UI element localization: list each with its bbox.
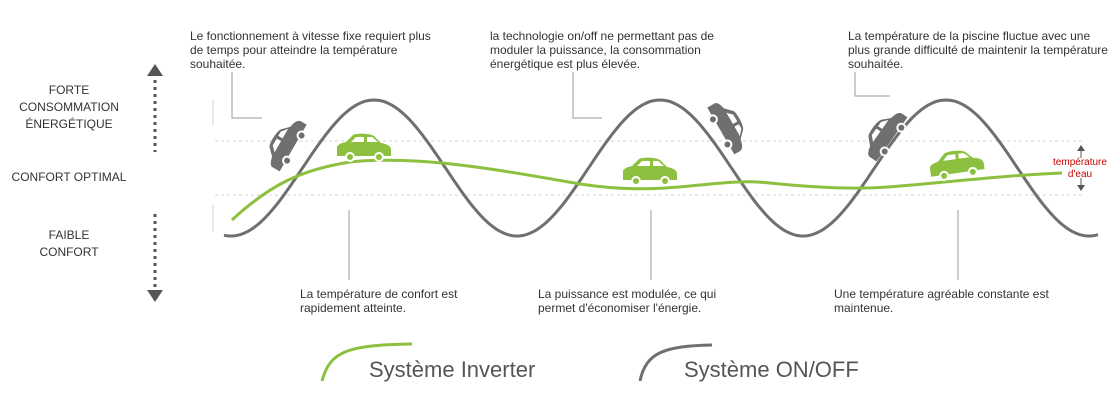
legend-onoff-label: Système ON/OFF <box>684 357 859 382</box>
note-bottom-3: Une température agréable constante est m… <box>834 287 1049 315</box>
water-temp-label-line-1: température <box>1053 157 1107 168</box>
note-top-3: La température de la piscine fluctue ave… <box>848 29 1108 71</box>
y-label-low-line-1: FAIBLE <box>48 228 90 242</box>
y-label-high-line-2: CONSOMMATION <box>19 100 119 114</box>
y-label-high: FORTE CONSOMMATION ÉNERGÉTIQUE <box>18 82 120 133</box>
y-label-low-line-2: CONFORT <box>39 245 99 259</box>
y-label-high-line-1: FORTE <box>48 83 90 97</box>
y-label-high-line-3: ÉNERGÉTIQUE <box>25 117 113 131</box>
inverter-car-icon-3 <box>929 150 985 181</box>
onoff-car-icon-2 <box>707 103 744 155</box>
inverter-car-icon-1 <box>337 133 391 162</box>
note-top-2: la technologie on/off ne permettant pas … <box>490 29 714 71</box>
inverter-car-icon-2 <box>623 157 677 186</box>
down-arrow-icon <box>147 214 163 302</box>
water-temp-label-line-2: d'eau <box>1067 169 1093 180</box>
note-bottom-2: La puissance est modulée, ce qui permet … <box>538 287 717 315</box>
legend-inverter-swatch <box>320 342 413 382</box>
water-temp-label: température d'eau <box>1042 157 1118 181</box>
connector-top-1 <box>231 72 262 119</box>
legend-inverter-label: Système Inverter <box>369 357 536 382</box>
legend-onoff-swatch <box>638 343 713 382</box>
note-bottom-1: La température de confort est rapidement… <box>300 287 458 315</box>
connector-top-3 <box>854 72 890 97</box>
up-arrow-icon <box>147 64 163 152</box>
onoff-car-icon-3 <box>868 112 908 162</box>
onoff-car-icon-1 <box>269 120 307 172</box>
connector-top-2 <box>572 72 602 119</box>
onoff-curve <box>223 98 1099 238</box>
y-label-mid: CONFORT OPTIMAL <box>11 170 127 184</box>
y-label-low: FAIBLE CONFORT <box>18 227 120 261</box>
water-temp-arrow-icon <box>1077 145 1085 191</box>
note-top-1: Le fonctionnement à vitesse fixe requier… <box>190 29 431 71</box>
